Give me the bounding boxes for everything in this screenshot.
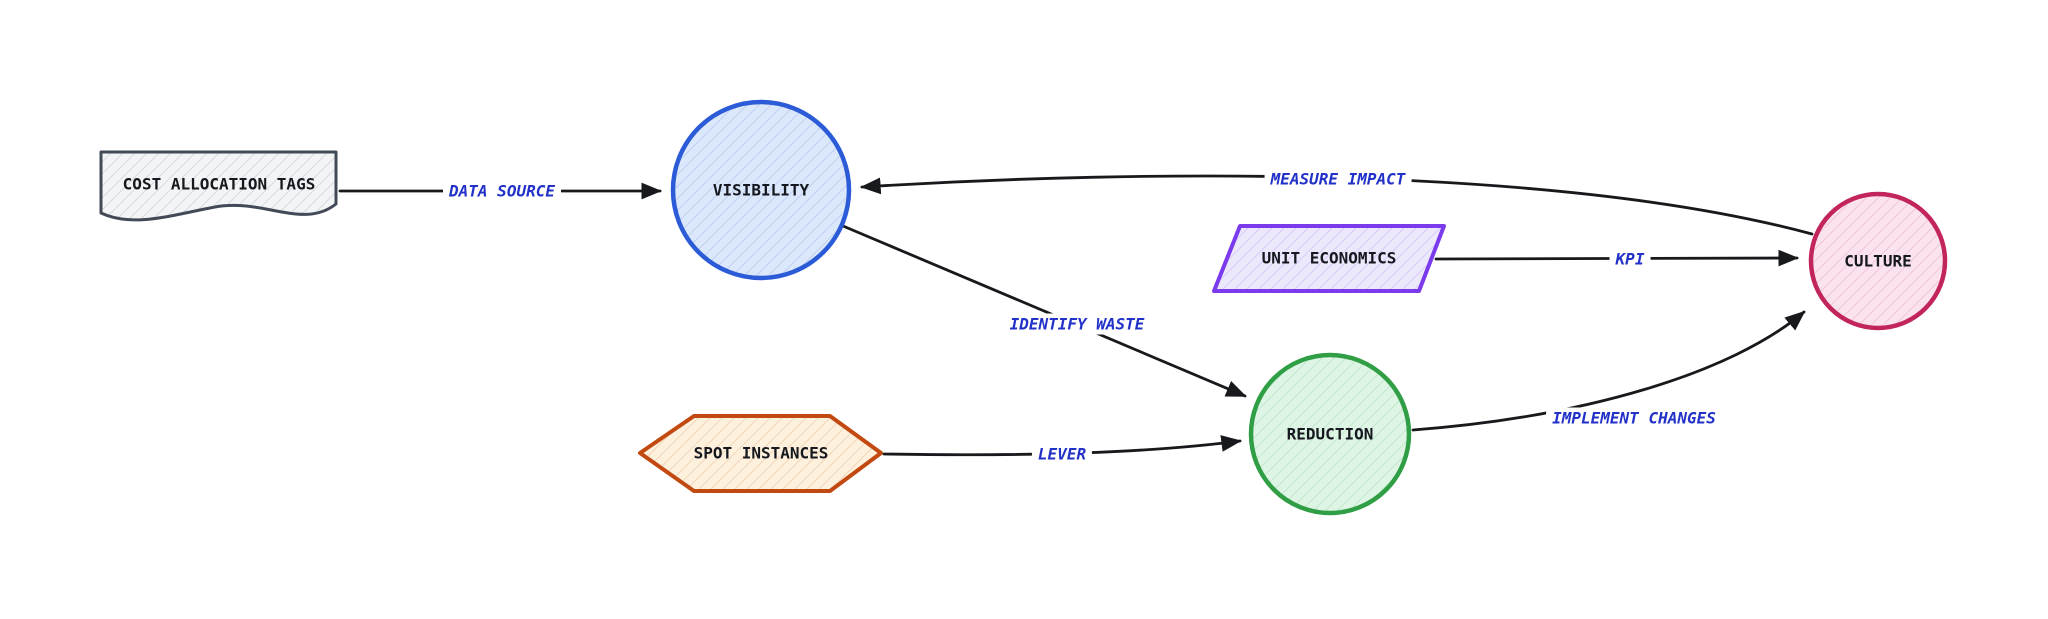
document-shape <box>99 150 338 222</box>
node-label-reduction: REDUCTION <box>1286 424 1374 444</box>
edge-implement-changes <box>1411 310 1806 432</box>
node-spot-instances <box>638 414 883 493</box>
node-label-visibility: VISIBILITY <box>712 180 810 200</box>
circle-shape <box>1248 352 1412 516</box>
edge-label-lever: LEVER <box>1031 443 1093 465</box>
edge-label-implement-changes: IMPLEMENT CHANGES <box>1546 407 1722 429</box>
node-culture <box>1808 191 1948 331</box>
node-label-unit-economics: UNIT ECONOMICS <box>1261 248 1397 268</box>
node-label-culture: CULTURE <box>1844 251 1912 271</box>
parallelogram-shape <box>1212 224 1446 293</box>
edge-label-identify-waste: IDENTIFY WASTE <box>1003 313 1151 335</box>
hexagon-shape <box>638 414 883 493</box>
node-cost-allocation-tags <box>99 150 338 222</box>
node-label-spot-instances: SPOT INSTANCES <box>693 443 829 463</box>
node-visibility <box>670 99 852 281</box>
edge-identify-waste <box>841 224 1247 398</box>
node-label-cost-allocation-tags: COST ALLOCATION TAGS <box>122 174 316 194</box>
node-unit-economics <box>1212 224 1446 293</box>
node-reduction <box>1248 352 1412 516</box>
edge-label-kpi: KPI <box>1609 248 1651 270</box>
edge-label-data-source: DATA SOURCE <box>443 180 561 202</box>
circle-shape <box>1808 191 1948 331</box>
circle-shape <box>670 99 852 281</box>
edge-label-measure-impact: MEASURE IMPACT <box>1264 168 1412 190</box>
